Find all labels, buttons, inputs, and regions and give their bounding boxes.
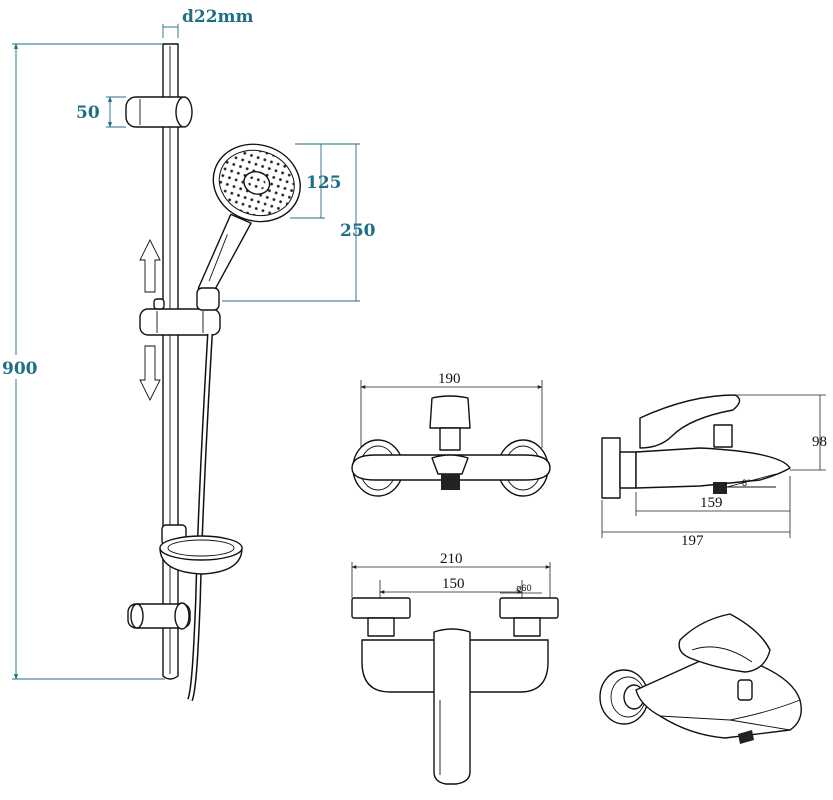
top-wall-bracket bbox=[125, 96, 193, 128]
arrow-down-icon bbox=[139, 345, 161, 402]
dim-front-width: 190 bbox=[438, 371, 461, 387]
hand-shower bbox=[197, 143, 301, 301]
dim-head-label: 125 bbox=[306, 173, 342, 193]
mixer-front-view: 190 bbox=[351, 371, 551, 497]
arrow-up-icon bbox=[139, 238, 161, 293]
dim-holder-label: 50 bbox=[76, 103, 100, 123]
dim-side-height: 98 bbox=[812, 434, 827, 450]
dim-side-angle: 8° bbox=[742, 478, 751, 488]
dim-side-depth: 197 bbox=[681, 533, 704, 549]
dim-diameter-label: d22mm bbox=[182, 7, 254, 27]
height-slider bbox=[139, 287, 221, 336]
dim-rail-label: 900 bbox=[2, 359, 38, 379]
slide-rail bbox=[162, 43, 179, 680]
dim-top-centers: 150 bbox=[442, 576, 465, 592]
mixer-side-view: 98 159 197 8° bbox=[601, 394, 827, 549]
shower-rail-set: d22mm 50 125 250 900 bbox=[1, 7, 376, 702]
dim-top-outer: 210 bbox=[440, 551, 463, 567]
soap-dish bbox=[159, 524, 243, 575]
dim-side-spout: 159 bbox=[700, 495, 723, 511]
mixer-top-view: 210 150 ø60 bbox=[351, 551, 559, 785]
bottom-wall-bracket bbox=[127, 602, 191, 630]
dim-handle-label: 250 bbox=[340, 221, 376, 241]
mixer-isometric-view bbox=[599, 613, 802, 744]
dim-top-flange: ø60 bbox=[516, 583, 532, 593]
